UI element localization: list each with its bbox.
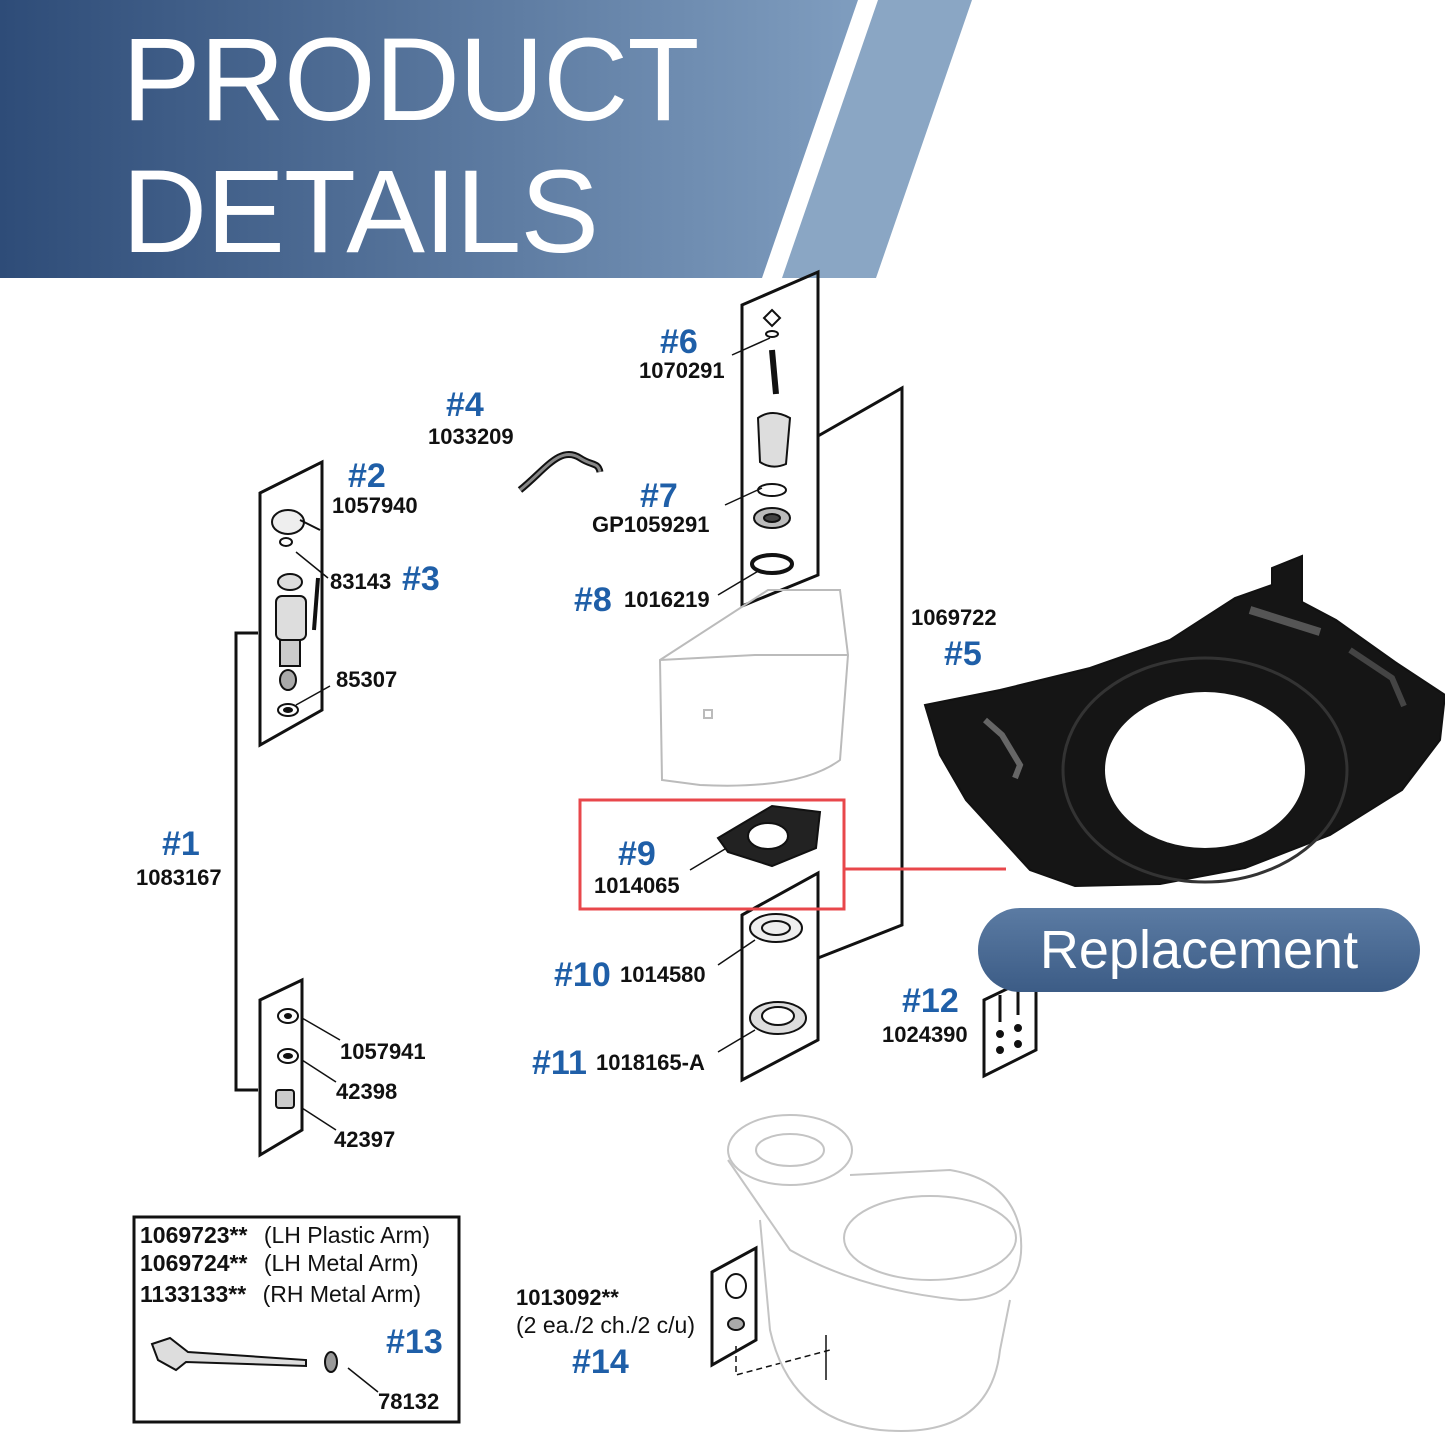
nut-gasket-icon [749, 913, 807, 1035]
bolt-caps-icon [725, 1273, 747, 1331]
tag-3: #3 [402, 560, 440, 598]
tag-8: #8 [574, 581, 612, 619]
tank-bolts-icon [996, 990, 1022, 1054]
tag-14: #14 [572, 1343, 629, 1381]
trip-lever-icon [150, 1336, 338, 1373]
part-number-10: 1014580 [620, 962, 706, 987]
tag-1: #1 [162, 825, 200, 863]
tag-5: #5 [944, 635, 982, 673]
page-title: PRODUCT DETAILS [122, 14, 699, 278]
part-number-5: 1069722 [911, 605, 997, 630]
part-number-2: 1057940 [332, 493, 418, 518]
tag-6: #6 [660, 323, 698, 361]
header-banner: PRODUCT DETAILS [0, 0, 1445, 278]
bolt-kit-number-3: 42397 [334, 1127, 396, 1152]
part-number-13: 78132 [378, 1389, 440, 1414]
tag-4: #4 [446, 386, 484, 424]
tag-13: #13 [386, 1323, 443, 1361]
arm-option-2-desc: (LH Metal Arm) [263, 1250, 419, 1276]
tank-bracket-product-image [923, 554, 1445, 888]
replacement-badge: Replacement [978, 908, 1420, 992]
arm-option-3-desc: (RH Metal Arm) [262, 1281, 422, 1307]
tag-9: #9 [618, 835, 656, 873]
arm-option-1-number: 1069723** [140, 1222, 248, 1248]
tag-10: #10 [554, 956, 611, 994]
bolt-kit-number-1: 1057941 [340, 1039, 426, 1064]
tank-bracket-thumb [716, 804, 822, 868]
title-line-2: DETAILS [122, 146, 599, 278]
part-number-4: 1033209 [428, 424, 514, 449]
part-number-8: 1016219 [624, 587, 710, 612]
arm-option-3-number: 1133133** [140, 1281, 247, 1307]
arm-option-3: 1133133** (RH Metal Arm) [140, 1281, 421, 1307]
part-number-85307: 85307 [336, 667, 398, 692]
part-number-12: 1024390 [882, 1022, 968, 1047]
arm-option-1: 1069723** (LH Plastic Arm) [140, 1222, 430, 1248]
bracket-1 [234, 631, 258, 1092]
part-number-1: 1083167 [136, 865, 222, 890]
part-number-7: GP1059291 [592, 512, 710, 537]
part-number-3: 83143 [330, 569, 392, 594]
bolt-kit-number-2: 42398 [336, 1079, 398, 1104]
part-number-11: 1018165-A [596, 1050, 705, 1075]
panel-10-11 [740, 870, 820, 1083]
panel-bolt-kit [258, 977, 304, 1158]
panel-6-7-8 [740, 269, 820, 609]
panel-2-3 [258, 459, 324, 748]
replacement-highlight [578, 798, 1006, 911]
title-line-1: PRODUCT [122, 14, 699, 146]
arm-option-2: 1069724** (LH Metal Arm) [140, 1250, 418, 1276]
tag-2: #2 [348, 457, 386, 495]
tag-7: #7 [640, 477, 678, 515]
part-number-9: 1014065 [594, 873, 680, 898]
flush-valve-icon [750, 308, 794, 575]
part-number-6: 1070291 [639, 358, 725, 383]
arm-options-box [132, 1215, 461, 1424]
part-number-14: 1013092** [516, 1285, 619, 1310]
bracket-5 [817, 385, 904, 960]
fill-valve-icon [271, 509, 321, 717]
arm-option-2-number: 1069724** [140, 1250, 248, 1276]
tag-12: #12 [902, 982, 959, 1020]
bowl-outline [727, 1114, 1023, 1432]
part-14-qty: (2 ea./2 ch./2 c/u) [516, 1312, 695, 1338]
arm-option-1-desc: (LH Plastic Arm) [263, 1222, 430, 1248]
overflow-tube-icon [517, 450, 604, 493]
bolt-kit-icon [275, 1008, 299, 1109]
banner-background [0, 0, 972, 278]
tank-outline [658, 589, 850, 787]
panel-14 [710, 1245, 758, 1368]
tag-11: #11 [532, 1044, 587, 1082]
